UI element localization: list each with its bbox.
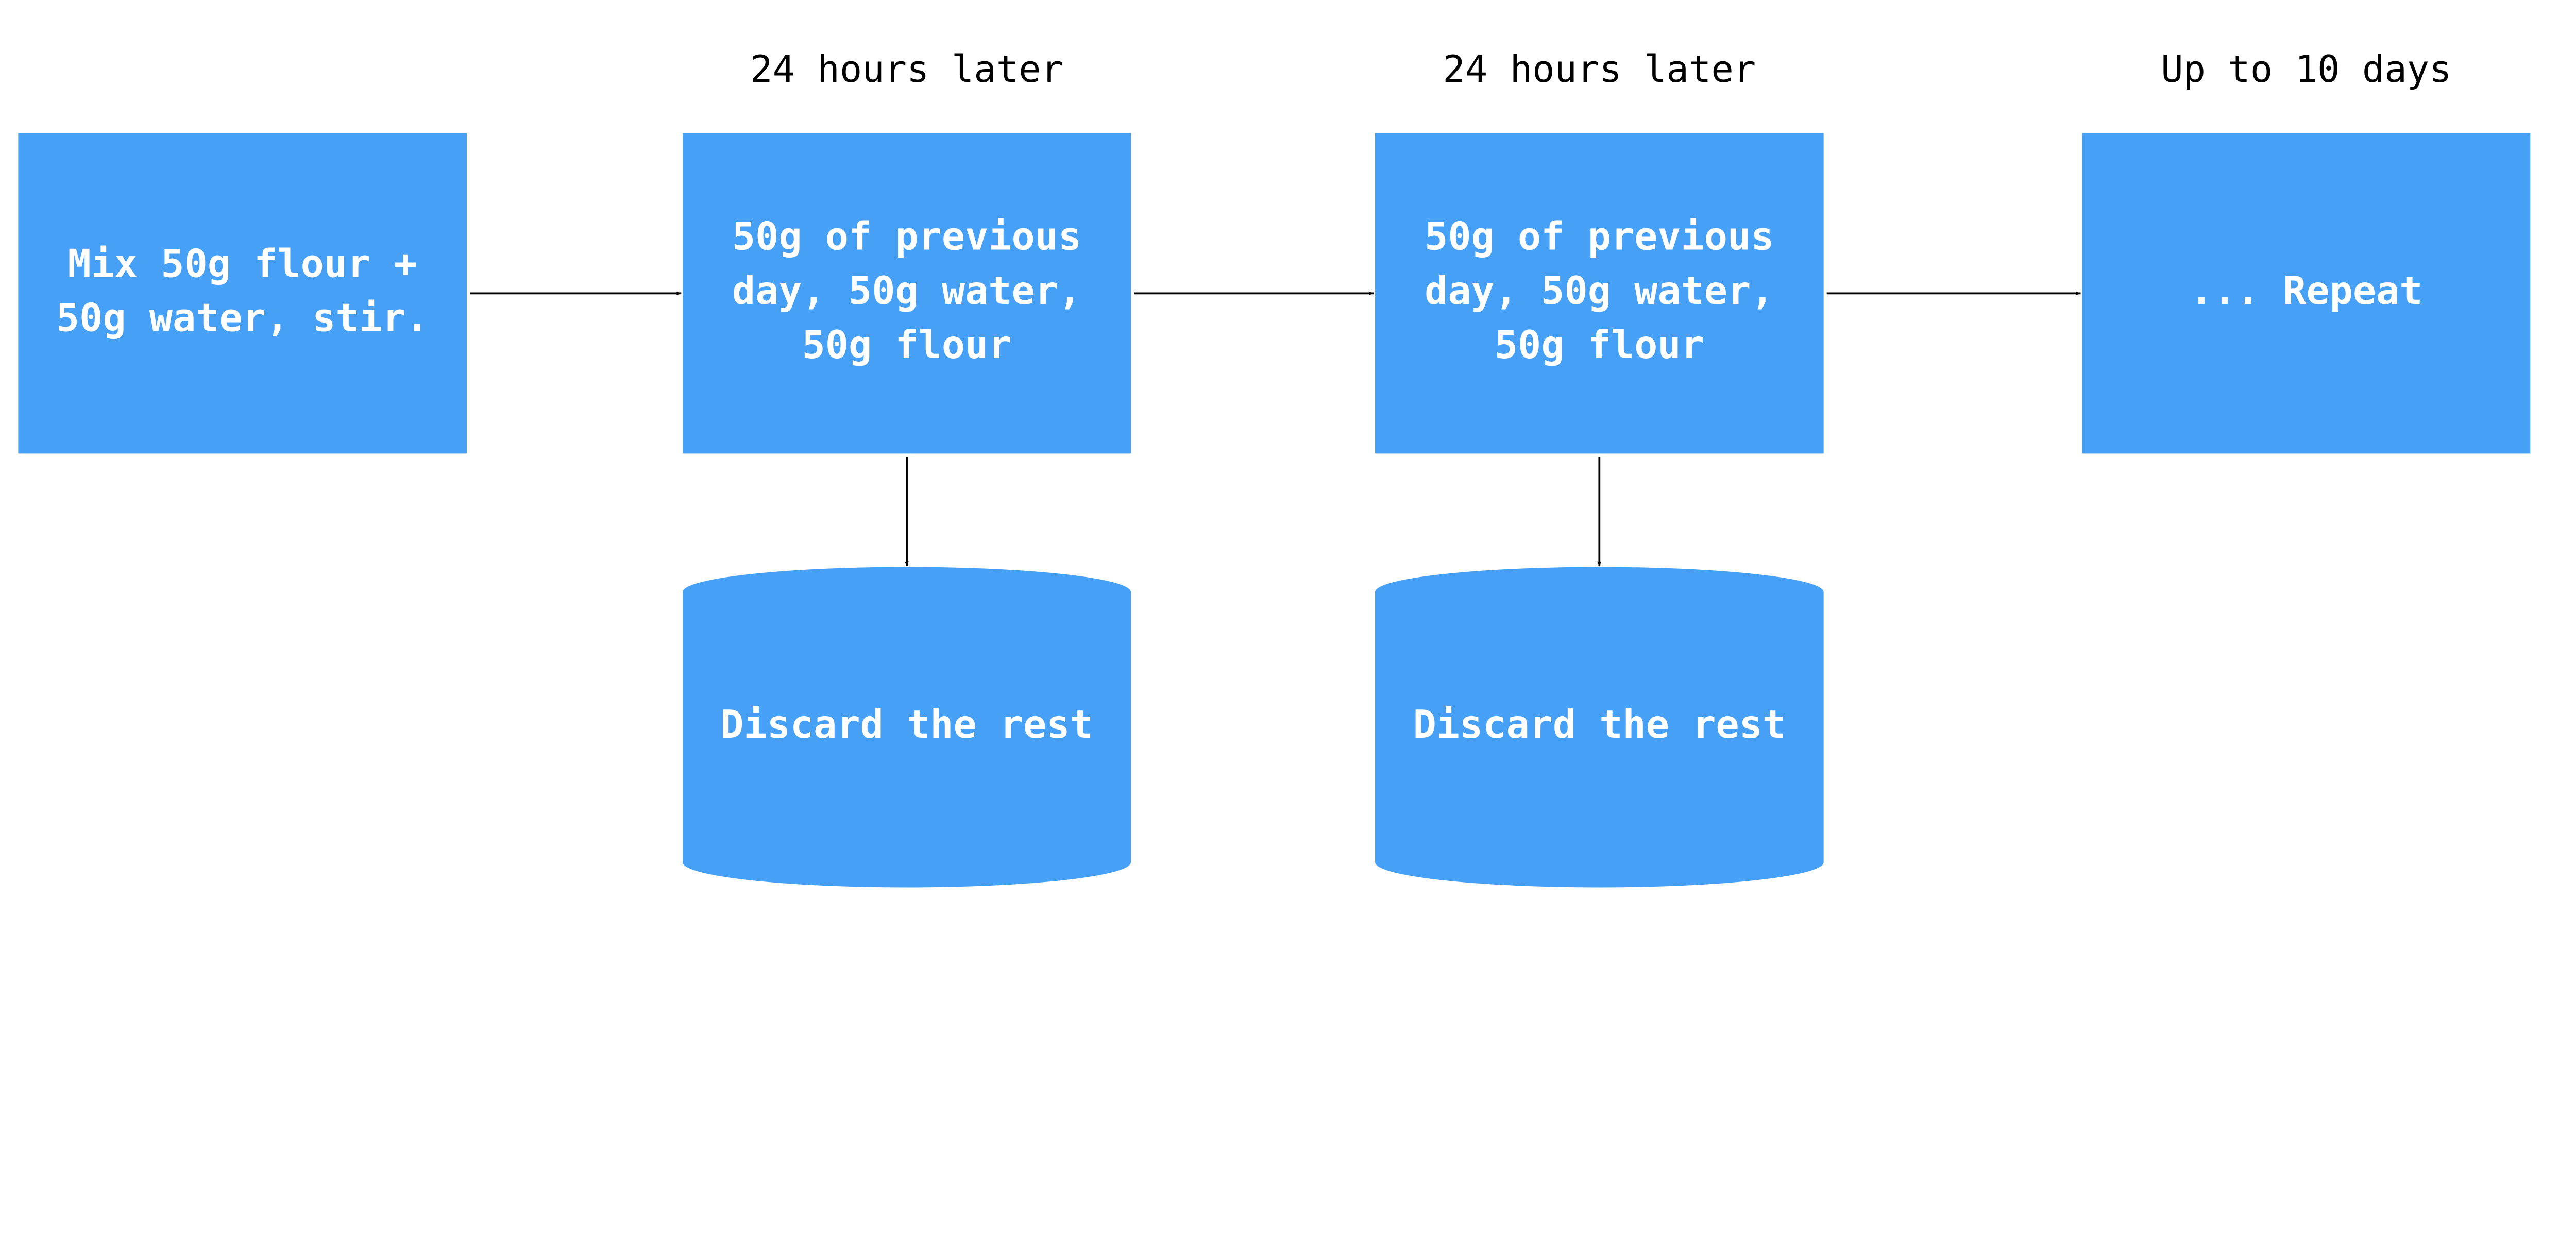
- node-text: Discard the rest: [720, 702, 1093, 747]
- node-text: Mix 50g flour +: [67, 241, 417, 286]
- time-caption: 24 hours later: [1443, 48, 1756, 91]
- box-shape: [1375, 133, 1824, 454]
- node-text: 50g flour: [1495, 322, 1704, 367]
- step-box: Mix 50g flour + 50g water, stir.: [18, 133, 467, 454]
- time-caption: 24 hours later: [750, 48, 1063, 91]
- time-caption: Up to 10 days: [2161, 48, 2451, 91]
- box-shape: [683, 133, 1131, 454]
- node-text: 50g of previous: [1425, 214, 1774, 259]
- cylinder-shape: [683, 567, 1131, 888]
- edges-layer: [469, 291, 2081, 567]
- step-box: 50g of previous day, 50g water, 50g flour 2…: [1375, 48, 1824, 454]
- cylinder-shape: [1375, 567, 1824, 888]
- node-text: day, 50g water,: [732, 268, 1081, 313]
- node-text: Discard the rest: [1413, 702, 1786, 747]
- step-box: ... Repeat Up to 10 days: [2082, 48, 2531, 454]
- box-shape: [2082, 133, 2531, 454]
- nodes-layer: Mix 50g flour + 50g water, stir. 50g of pr…: [18, 48, 2531, 888]
- node-text: 50g flour: [802, 322, 1012, 367]
- node-text: 50g of previous: [732, 214, 1081, 259]
- box-shape: [18, 133, 467, 454]
- sourdough-flow-diagram: Mix 50g flour + 50g water, stir. 50g of pr…: [18, 48, 2531, 888]
- node-text: day, 50g water,: [1425, 268, 1774, 313]
- step-box: 50g of previous day, 50g water, 50g flour 2…: [683, 48, 1131, 454]
- discard-cylinder: Discard the rest: [683, 567, 1131, 888]
- node-text: 50g water, stir.: [56, 295, 429, 340]
- node-text: ... Repeat: [2190, 268, 2422, 313]
- discard-cylinder: Discard the rest: [1375, 567, 1824, 888]
